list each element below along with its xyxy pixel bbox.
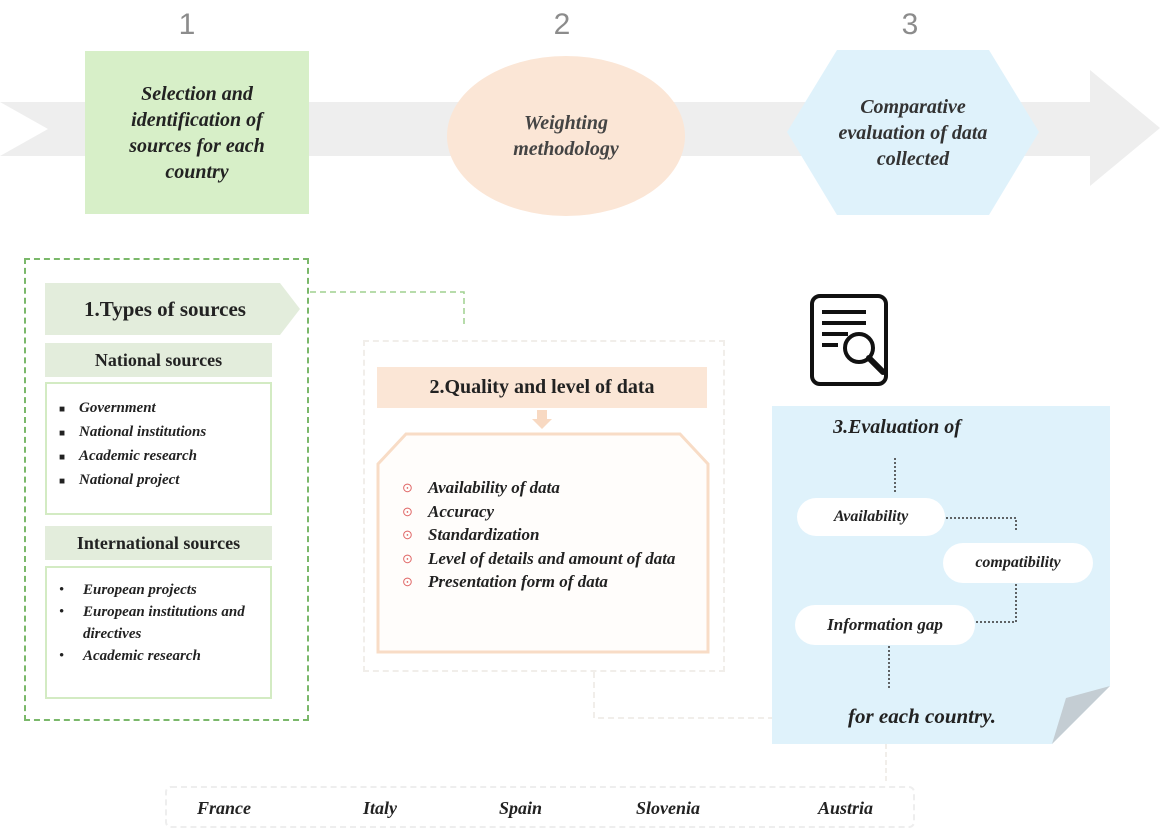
bullet-icon: ⊙ — [402, 550, 413, 566]
section-3-connectors — [888, 458, 1017, 690]
bullet-icon: ⊙ — [402, 574, 413, 589]
bullet-icon: ⊙ — [402, 527, 413, 542]
list-item: •European projects — [59, 582, 197, 598]
list-item: ⊙ Accuracy — [402, 500, 692, 524]
step-2-number: 2 — [553, 8, 571, 41]
section-1-container — [24, 258, 309, 721]
list-item: ■Government — [59, 400, 156, 416]
list-item: ⊙ Level of details and amount of data — [402, 547, 692, 571]
international-sources-box: •European projects •European institution… — [45, 566, 272, 699]
section-3-panel — [772, 406, 1110, 744]
connector-3-countries — [885, 744, 887, 782]
document-search-icon — [810, 294, 888, 386]
step-3-label-wrap: Comparative evaluation of data collected — [827, 70, 999, 195]
quality-list: ⊙ Availability of data ⊙ Accuracy ⊙ Stan… — [402, 476, 692, 594]
country-slovenia: Slovenia — [636, 798, 701, 818]
section-2-title: 2.Quality and level of data — [377, 367, 707, 408]
list-item: ⊙ Presentation form of data — [402, 570, 692, 594]
down-arrow-icon — [532, 410, 552, 429]
country-italy: Italy — [363, 798, 397, 818]
step-1-number: 1 — [178, 8, 196, 41]
step-1-box: Selection and identification of sources … — [85, 51, 309, 214]
national-sources-list: ■Government ■National institutions ■Acad… — [59, 397, 270, 493]
country-austria: Austria — [818, 798, 874, 818]
countries-bar — [165, 786, 915, 828]
list-item: ⊙ Availability of data — [402, 476, 692, 500]
list-item: ■National project — [59, 472, 180, 488]
list-item: ■National institutions — [59, 424, 207, 440]
section-1-title: 1.Types of sources — [84, 296, 246, 321]
section-2-container — [363, 340, 725, 672]
step-3-hexagon — [787, 50, 1039, 215]
bullet-icon: ⊙ — [402, 480, 413, 495]
step-2-ellipse: Weighting methodology — [447, 56, 685, 216]
information-gap-pill: Information gap — [795, 605, 975, 645]
international-sources-heading: International sources — [45, 526, 272, 560]
bullet-icon: ⊙ — [402, 503, 413, 519]
compatibility-pill: compatibility — [943, 543, 1093, 583]
step-2-label: Weighting methodology — [513, 112, 619, 160]
list-item: •European institutions and directives — [59, 604, 245, 642]
list-item: •Academic research — [59, 648, 201, 664]
connector-1-2 — [310, 291, 465, 328]
section-1-title-shape — [45, 283, 300, 335]
section-3-footer: for each country. — [848, 704, 996, 728]
connector-2-3 — [593, 672, 776, 719]
availability-pill: Availability — [797, 498, 945, 536]
section-3-title: 3.Evaluation of — [833, 416, 961, 438]
country-france: France — [197, 798, 251, 818]
country-spain: Spain — [499, 798, 543, 818]
step-3-label: Comparative evaluation of data collected — [838, 95, 988, 170]
step-3-number: 3 — [901, 8, 919, 41]
international-sources-list: •European projects •European institution… — [59, 579, 262, 667]
national-sources-heading: National sources — [45, 343, 272, 377]
national-sources-box: ■Government ■National institutions ■Acad… — [45, 382, 272, 515]
list-item: ⊙ Standardization — [402, 523, 692, 547]
step-1-label: Selection and identification of sources … — [129, 82, 265, 183]
list-item: ■Academic research — [59, 448, 197, 464]
section-2-card — [376, 432, 710, 654]
